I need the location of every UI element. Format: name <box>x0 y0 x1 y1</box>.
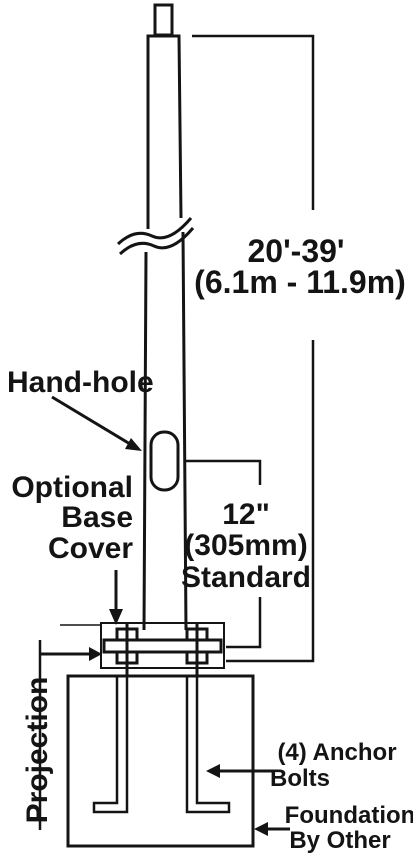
height-range-label: 20'-39' <box>247 233 344 269</box>
base-cover-arrowhead <box>109 609 123 625</box>
hand-hole-leader <box>51 395 131 446</box>
anchor-bolt-right <box>185 622 209 676</box>
optional-base-cover-label-3: Cover <box>48 532 133 565</box>
height-metric-label: (6.1m - 11.9m) <box>194 264 406 300</box>
pole-shaft-lower <box>142 231 188 631</box>
pole-tenon <box>153 3 174 37</box>
hand-hole-opening <box>149 430 180 492</box>
j-bolt-right <box>185 676 231 814</box>
anchor-bolt-left <box>115 622 139 676</box>
pole-shaft-upper <box>146 34 183 229</box>
base-plate <box>102 638 223 654</box>
optional-base-cover-label-2: Base <box>61 501 133 534</box>
foundation-label-1: Foundation <box>285 802 413 829</box>
anchor-bolts-label-2: Bolts <box>270 765 330 792</box>
j-bolt-left <box>92 676 129 814</box>
optional-base-cover-label-1: Optional <box>11 471 133 504</box>
foundation-block <box>66 674 255 848</box>
offset-label-3: Standard <box>181 561 311 594</box>
base-cover-outline <box>100 622 225 669</box>
offset-dimension-line <box>184 459 262 649</box>
projection-arrowhead <box>89 647 102 661</box>
foundation-arrowhead <box>254 822 268 836</box>
projection-label: Projection <box>21 677 54 824</box>
pole-break-mark-lower <box>118 227 195 256</box>
foundation-label-2: By Other <box>289 827 390 854</box>
height-dimension-line <box>192 34 315 663</box>
offset-label-2: (305mm) <box>184 529 307 562</box>
anchor-bolt-arrowhead <box>206 764 220 778</box>
pole-break-mark <box>116 217 193 246</box>
hand-hole-label: Hand-hole <box>7 366 154 399</box>
hand-hole-arrowhead <box>125 438 142 451</box>
anchor-bolts-label-1: (4) Anchor <box>277 739 396 766</box>
offset-label-1: 12" <box>222 498 270 531</box>
